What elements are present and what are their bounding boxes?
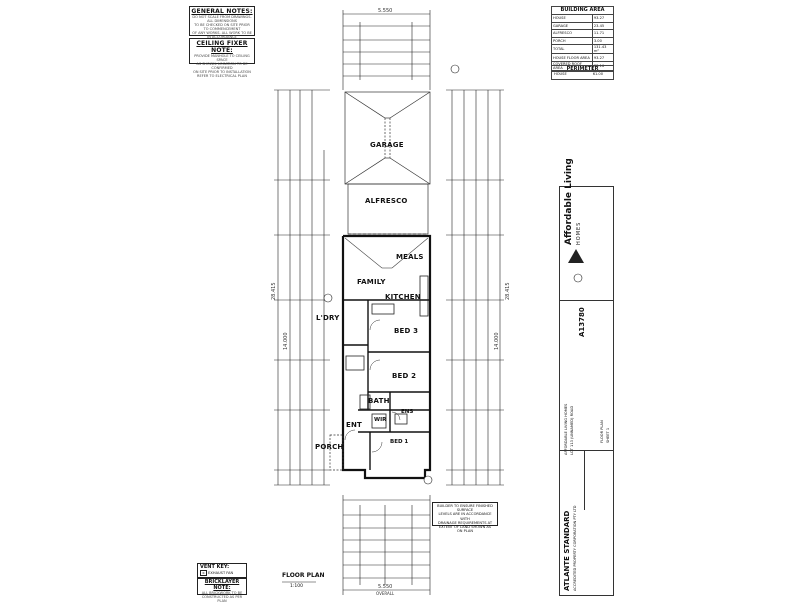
right-overall-dimension: 28.415	[505, 282, 511, 301]
company-name: ACCREDITED PROPERTY CORPORATION PTY LTD	[573, 505, 577, 591]
left-overall-dimension: 28.415	[271, 282, 277, 301]
title-block-divider	[559, 450, 614, 451]
drawing-label: FLOOR PLAN	[600, 420, 604, 443]
general-notes-box: GENERAL NOTES: DO NOT SCALE FROM DRAWING…	[189, 6, 255, 55]
vent-symbol-icon: R	[200, 570, 207, 576]
room-bed1: BED 1	[390, 439, 409, 445]
general-notes-line: TO BE CHECKED ON SITE PRIOR TO COMMENCEM…	[194, 23, 250, 31]
vent-key-item: R EXHAUST FAN	[198, 570, 246, 576]
bricklayer-note-line: CONSTRUCTED AS PER PLAN	[201, 595, 243, 603]
site-note-line: DRAINAGE REQUIREMENTS AT	[437, 520, 493, 525]
vent-key-item-label: EXHAUST FAN	[208, 571, 234, 575]
room-kitchen: KITCHEN	[385, 293, 421, 301]
bottom-overall-dimension: 5.550	[378, 584, 393, 590]
lot-address: LOT 113 (UNNAMED) ROAD	[570, 405, 574, 455]
room-bed3: BED 3	[394, 327, 419, 335]
building-area-title: BUILDING AREA	[551, 6, 614, 14]
bottom-overall-label: OVERALL	[376, 591, 395, 596]
right-sub-dimension: 14.000	[494, 332, 500, 351]
sheet-number: SHEET 1	[606, 427, 610, 443]
bricklayer-note-title: BRICKLAYER NOTE:	[204, 579, 240, 591]
room-ens: ENS	[401, 409, 414, 415]
title-block-divider	[559, 300, 614, 301]
room-wir: WIR	[374, 417, 387, 423]
ceiling-fixer-note-line: ON SITE PRIOR TO INSTALLATION	[193, 70, 251, 74]
room-bed2: BED 2	[392, 372, 417, 380]
site-note-line: ON PLAN	[456, 529, 474, 534]
site-note-line: EXTENT OF LAND SHOWN AS	[438, 525, 492, 530]
bricklayer-note-box: BRICKLAYER NOTE: ALL BRICKWORK TO BE CON…	[197, 578, 247, 603]
bricklayer-note-line: ALL BRICKWORK TO BE	[201, 591, 243, 595]
client-name: AFFORDABLE LIVING HOMES	[564, 403, 568, 455]
general-notes-line: OF ANY WORKS. ALL WORK TO BE IN ACCORDAN…	[192, 31, 252, 39]
ceiling-fixer-note-box: CEILING FIXER NOTE: PROVIDE MANHOLE TO C…	[189, 38, 255, 78]
area-value: 131.43 m²	[591, 44, 615, 55]
series-name: ATLANTE STANDARD	[563, 510, 571, 591]
perimeter-value: 61.00	[592, 72, 603, 76]
room-garage: GARAGE	[370, 141, 404, 149]
room-family: FAMILY	[357, 278, 386, 286]
room-ent: ENT	[346, 421, 363, 429]
room-meals: MEALS	[396, 253, 424, 261]
room-porch: PORCH	[315, 443, 344, 451]
title-block: Affordable Living HOMES A13780 AFFORDABL…	[559, 158, 614, 596]
left-sub-dimension: 14.000	[283, 332, 289, 351]
top-overall-dimension: 5.550	[378, 8, 393, 14]
site-note-line: BUILDER TO ENSURE FINISHED SURFACE	[437, 504, 493, 513]
vent-key-title: VENT KEY:	[200, 564, 230, 570]
perimeter-label: HOUSE	[554, 72, 567, 76]
ceiling-fixer-note-line: PROVIDE MANHOLE TO CEILING SPACE	[194, 54, 250, 62]
floor-plan-title: FLOOR PLAN	[282, 572, 325, 579]
room-ldry: L'DRY	[316, 314, 340, 322]
floor-plan-scale: 1:100	[290, 584, 303, 589]
brand-logo-icon	[568, 249, 584, 263]
ceiling-fixer-note-line: AS SHOWN. LOCATION TO BE CONFIRMED	[196, 62, 248, 70]
site-note-line: LEVELS ARE IN ACCORDANCE WITH	[438, 512, 492, 521]
perimeter-row: HOUSE 61.00	[551, 72, 614, 80]
ceiling-fixer-note-title: CEILING FIXER NOTE:	[196, 40, 248, 54]
site-note-box: BUILDER TO ENSURE FINISHED SURFACE LEVEL…	[432, 502, 498, 533]
brand-name: Affordable Living	[564, 158, 574, 245]
job-number: A13780	[578, 307, 586, 337]
room-alfresco: ALFRESCO	[365, 197, 408, 205]
general-notes-title: GENERAL NOTES:	[191, 8, 253, 15]
perimeter-title: PERIMETER	[551, 65, 614, 72]
general-notes-line: DO NOT SCALE FROM DRAWINGS. ALL DIMENSIO…	[192, 15, 252, 23]
ceiling-fixer-note-line: REFER TO ELECTRICAL PLAN	[197, 74, 247, 78]
room-bath: BATH	[368, 397, 390, 405]
vent-key-box: VENT KEY: R EXHAUST FAN	[197, 563, 247, 578]
brand-sub: HOMES	[576, 221, 582, 245]
title-block-divider	[584, 450, 585, 510]
